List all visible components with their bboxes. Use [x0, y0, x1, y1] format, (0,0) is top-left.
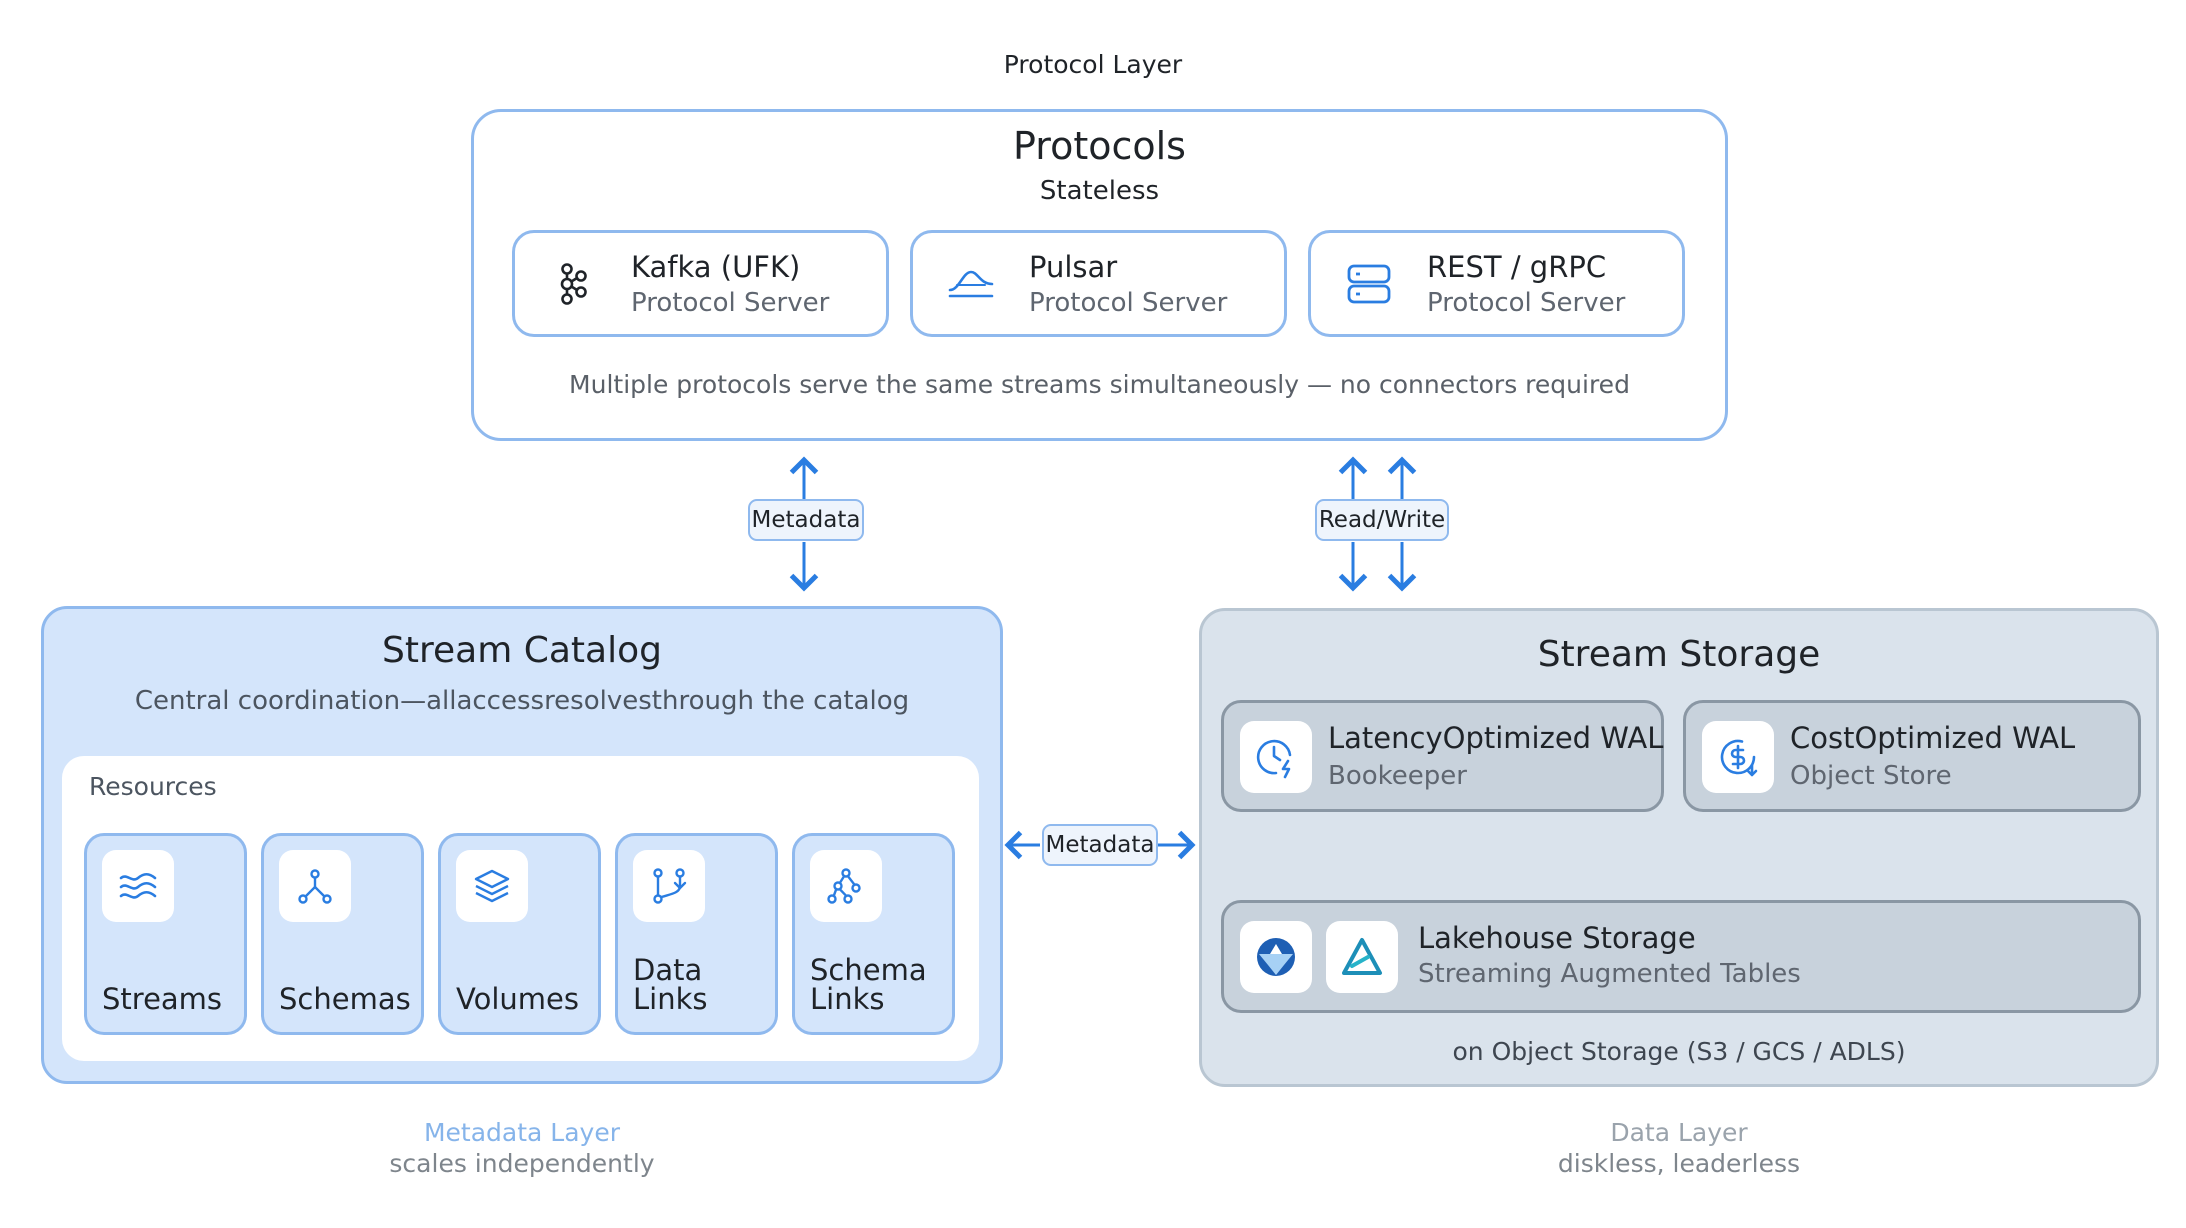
resource-label-data-links: Data Links [633, 953, 708, 1016]
resource-label-streams: Streams [102, 982, 223, 1016]
protocols-title: Protocols [1013, 124, 1186, 168]
catalog-subtitle: Central coordination—allaccessresolvesth… [134, 686, 910, 716]
pulsar-card-name: Pulsar [1029, 250, 1118, 284]
latency-wal-name: LatencyOptimized WAL [1328, 721, 1664, 755]
resources-label: Resources [89, 772, 217, 801]
stream-storage-box [1199, 608, 2159, 1087]
pulsar-card-sub: Protocol Server [1029, 288, 1228, 318]
pulsar-icon [948, 270, 994, 298]
layers-icon [474, 869, 510, 903]
data-layer-label: Data Layer [1610, 1118, 1748, 1147]
protocols-note: Multiple protocols serve the same stream… [569, 370, 1630, 399]
kafka-card-sub: Protocol Server [631, 288, 830, 318]
latency-wal-card: LatencyOptimized WAL Bookeeper [1221, 700, 1664, 812]
pulsar-protocol-card: Pulsar Protocol Server [910, 230, 1287, 337]
kafka-icon [560, 263, 587, 305]
read-write-pill: Read/Write [1315, 499, 1449, 541]
cost-wal-name: CostOptimized WAL [1790, 721, 2076, 755]
delta-icon [1342, 938, 1382, 975]
waves-icon [119, 872, 157, 899]
server-icon [1347, 264, 1391, 304]
resource-label-schemas: Schemas [279, 982, 411, 1016]
resource-card-volumes: Volumes [438, 833, 601, 1035]
resource-label-schema-links: Schema Links [810, 953, 927, 1016]
storage-metadata-pill: Metadata [1042, 824, 1158, 866]
resource-card-schema-links: Schema Links [792, 833, 955, 1035]
catalog-metadata-pill: Metadata [748, 499, 864, 541]
data-layer-desc: diskless, leaderless [1557, 1149, 1801, 1178]
latency-wal-sub: Bookeeper [1328, 761, 1467, 791]
lakehouse-name: Lakehouse Storage [1418, 921, 1696, 955]
resource-card-streams: Streams [84, 833, 247, 1035]
clock-bolt-icon [1256, 739, 1292, 779]
rest-grpc-protocol-card: REST / gRPC Protocol Server [1308, 230, 1685, 337]
kafka-card-name: Kafka (UFK) [631, 250, 801, 284]
storage-title: Stream Storage [1537, 634, 1821, 675]
iceberg-icon [1257, 938, 1295, 976]
protocols-subtitle: Stateless [1039, 176, 1160, 206]
resource-label-volumes: Volumes [456, 982, 579, 1016]
resource-card-data-links: Data Links [615, 833, 778, 1035]
git-branch-icon [653, 868, 687, 904]
kafka-protocol-card: Kafka (UFK) Protocol Server [512, 230, 889, 337]
resource-card-schemas: Schemas [261, 833, 424, 1035]
cost-wal-card: CostOptimized WAL Object Store [1683, 700, 2141, 812]
metadata-layer-label: Metadata Layer [423, 1118, 621, 1147]
lakehouse-sub: Streaming Augmented Tables [1418, 959, 1801, 989]
schema-tree-icon [298, 869, 332, 904]
rest-card-name: REST / gRPC [1427, 250, 1607, 284]
catalog-title: Stream Catalog [382, 630, 662, 671]
schema-links-icon [827, 868, 861, 904]
cost-wal-sub: Object Store [1790, 761, 1952, 791]
metadata-layer-desc: scales independently [389, 1149, 655, 1178]
rest-card-sub: Protocol Server [1427, 288, 1626, 318]
lakehouse-storage-card: Lakehouse Storage Streaming Augmented Ta… [1221, 900, 2141, 1013]
storage-note: on Object Storage (S3 / GCS / ADLS) [1452, 1037, 1906, 1066]
dollar-refresh-icon [1720, 739, 1758, 777]
protocol-layer-label: Protocol Layer [1003, 50, 1183, 79]
